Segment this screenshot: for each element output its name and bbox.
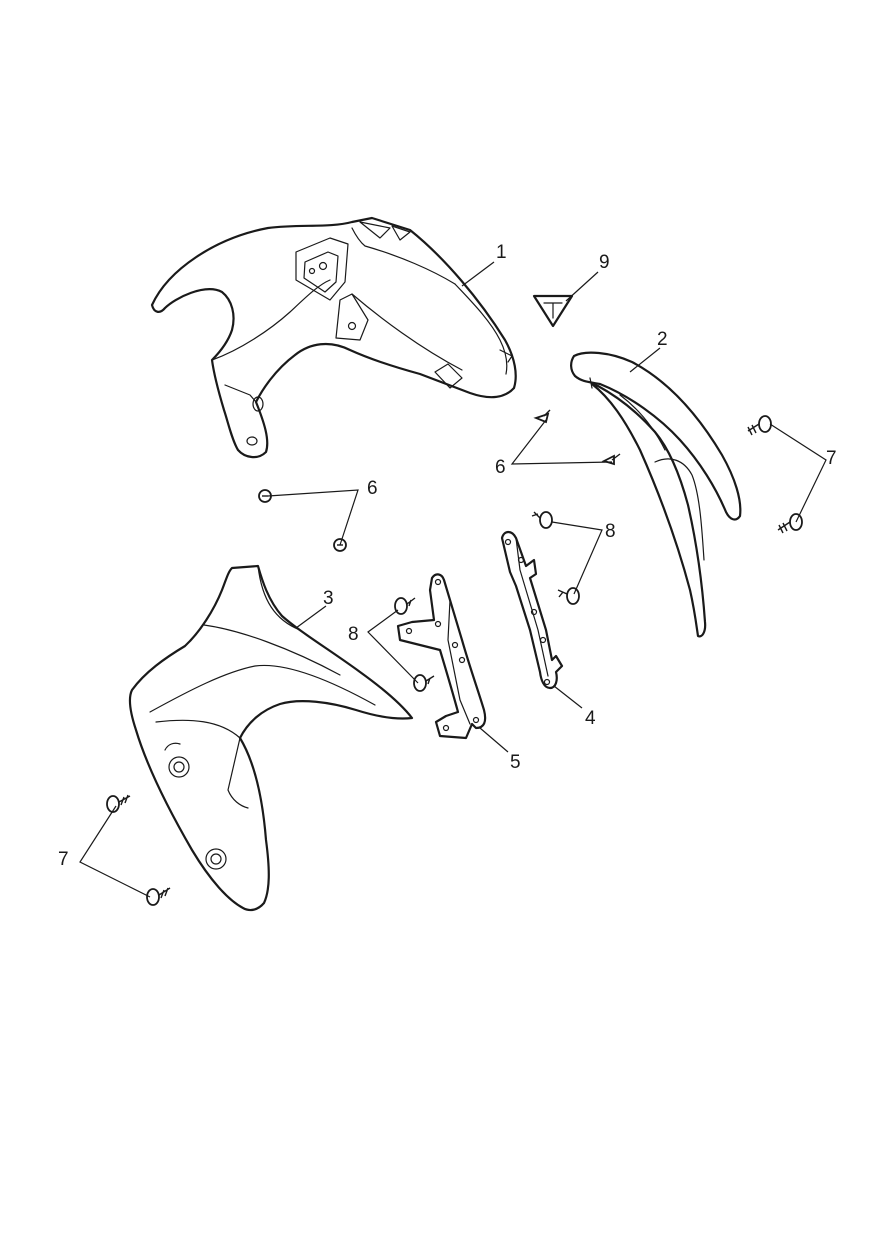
callout-2: 2 — [657, 329, 668, 350]
callout-7: 7 — [58, 849, 69, 870]
callout-8: 8 — [605, 521, 616, 542]
callout-8: 8 — [348, 624, 359, 645]
mudguard-side-trim-part[interactable] — [570, 351, 742, 638]
callout-3: 3 — [323, 588, 334, 609]
screw-part[interactable] — [106, 415, 803, 906]
callout-5: 5 — [510, 752, 521, 773]
mounting-bracket-long-part[interactable] — [500, 530, 564, 690]
leader-lines — [79, 261, 827, 898]
callout-7: 7 — [826, 448, 837, 469]
callout-4: 4 — [585, 708, 596, 729]
callout-labels: 1 9 2 7 6 6 8 3 8 4 5 7 — [58, 242, 837, 870]
callout-6: 6 — [367, 478, 378, 499]
callout-9: 9 — [599, 252, 610, 273]
callout-1: 1 — [496, 242, 507, 263]
mounting-bracket-short-part[interactable] — [396, 573, 487, 740]
fork-protector-panel-part[interactable] — [128, 564, 414, 912]
callout-6: 6 — [495, 457, 506, 478]
clip-part[interactable] — [258, 409, 621, 552]
front-mudguard-part[interactable] — [150, 216, 517, 459]
brand-badge-part[interactable] — [532, 294, 574, 328]
